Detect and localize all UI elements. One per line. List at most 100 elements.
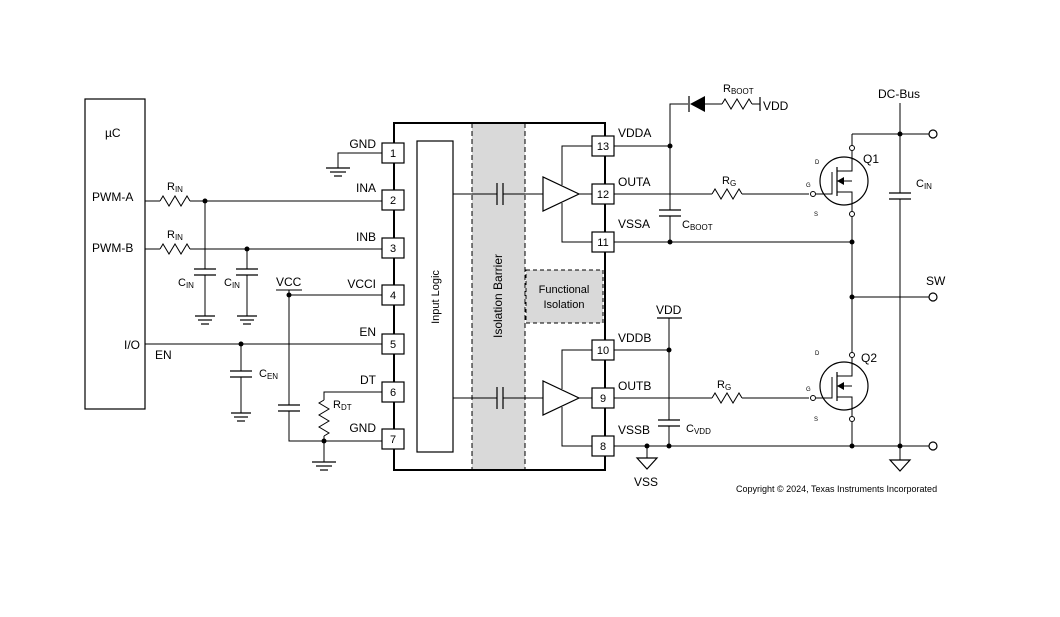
svg-text:11: 11 bbox=[597, 237, 608, 249]
q1-label: Q1 bbox=[863, 152, 879, 166]
mcu-pin-pwm-a: PWM-A bbox=[92, 190, 133, 204]
rin-b-resistor bbox=[159, 243, 191, 255]
svg-text:VDDB: VDDB bbox=[618, 331, 651, 345]
ic-pin-9: 9 OUTB bbox=[591, 379, 651, 409]
mcu-pin-io: I/O bbox=[124, 338, 140, 352]
rg-b-label: RG bbox=[717, 379, 731, 392]
svg-text:5: 5 bbox=[390, 339, 396, 351]
ic-pin-6: 6 DT bbox=[360, 373, 405, 403]
svg-text:OUTA: OUTA bbox=[618, 175, 650, 189]
ic-pin-13: 13 VDDA bbox=[591, 126, 651, 157]
svg-text:EN: EN bbox=[359, 325, 376, 339]
q2-gate-label: G bbox=[806, 387, 811, 393]
ic-pin-7: 7 GND bbox=[349, 421, 405, 450]
ic-pin-12: 12 OUTA bbox=[591, 175, 650, 205]
ic-pin-10: 10 VDDB bbox=[591, 331, 651, 361]
input-wiring: RIN RIN CIN CIN VCC bbox=[145, 152, 382, 471]
functional-isolation-box bbox=[525, 269, 604, 324]
svg-text:7: 7 bbox=[390, 434, 396, 446]
ic-pin-8: 8 VSSB bbox=[591, 423, 650, 457]
vdd-bottom-label: VDD bbox=[656, 303, 682, 317]
dc-bus-terminal bbox=[928, 129, 938, 139]
rdt-resistor bbox=[318, 399, 330, 437]
power-stage: DC-Bus CIN D G S Q1 bbox=[806, 87, 946, 472]
svg-text:GND: GND bbox=[349, 137, 376, 151]
copyright-notice: Copyright © 2024, Texas Instruments Inco… bbox=[736, 484, 937, 494]
q1-gate-label: G bbox=[806, 183, 811, 189]
mcu-pin-pwm-b: PWM-B bbox=[92, 241, 133, 255]
rin-a-resistor bbox=[159, 195, 191, 207]
rin-b-label: RIN bbox=[167, 229, 183, 242]
driver-ic: Isolation Barrier Functional Isolation I… bbox=[347, 122, 651, 471]
vss-ground-symbol bbox=[635, 457, 659, 470]
svg-text:12: 12 bbox=[597, 189, 609, 201]
ground-symbol bbox=[326, 167, 350, 177]
svg-text:INB: INB bbox=[356, 230, 376, 244]
vdd-top-label: VDD bbox=[763, 99, 789, 113]
svg-text:VSSB: VSSB bbox=[618, 423, 650, 437]
rboot-label: RBOOT bbox=[723, 83, 754, 96]
input-logic-block bbox=[416, 140, 454, 453]
cvdd-label: CVDD bbox=[686, 423, 711, 436]
power-ground-symbol bbox=[888, 459, 912, 472]
sw-label: SW bbox=[926, 274, 946, 288]
input-logic-label: Input Logic bbox=[430, 270, 442, 324]
ic-pin-2: 2 INA bbox=[356, 181, 405, 211]
svg-text:OUTB: OUTB bbox=[618, 379, 651, 393]
svg-text:INA: INA bbox=[356, 181, 376, 195]
ic-pin-11: 11 VSSA bbox=[591, 217, 650, 253]
ic-pin-1: 1 GND bbox=[349, 137, 405, 164]
bootstrap-diode bbox=[690, 96, 705, 112]
vss-label: VSS bbox=[634, 475, 658, 489]
svg-text:9: 9 bbox=[600, 393, 606, 405]
svg-text:GND: GND bbox=[349, 421, 376, 435]
cen-label: CEN bbox=[259, 368, 278, 381]
cin-1-label: CIN bbox=[178, 277, 194, 290]
svg-text:VSSA: VSSA bbox=[618, 217, 650, 231]
ic-pin-3: 3 INB bbox=[356, 230, 405, 259]
q1-source-label: S bbox=[814, 212, 818, 218]
cin-bus-label: CIN bbox=[916, 178, 932, 191]
ic-pin-5: 5 EN bbox=[359, 325, 405, 355]
svg-text:10: 10 bbox=[597, 345, 609, 357]
isolation-barrier-label: Isolation Barrier bbox=[491, 254, 505, 338]
microcontroller: µC PWM-A PWM-B I/O bbox=[84, 98, 146, 410]
isolation-barrier-region bbox=[472, 123, 525, 470]
low-side-wiring: VDD CVDD RG VSS bbox=[614, 303, 929, 489]
q2-mosfet bbox=[810, 358, 869, 416]
functional-isolation-label-1: Functional bbox=[539, 284, 590, 296]
ic-pin-4: 4 VCCI bbox=[347, 277, 405, 306]
svg-text:6: 6 bbox=[390, 387, 396, 399]
driver-b-buffer bbox=[542, 380, 581, 416]
svg-text:DT: DT bbox=[360, 373, 377, 387]
svg-text:2: 2 bbox=[390, 195, 396, 207]
q2-label: Q2 bbox=[861, 351, 877, 365]
rg-a-resistor bbox=[711, 188, 743, 200]
svg-text:1: 1 bbox=[390, 148, 396, 160]
q1-mosfet bbox=[810, 151, 869, 211]
q2-drain-label: D bbox=[815, 351, 820, 357]
svg-text:VCCI: VCCI bbox=[347, 277, 376, 291]
svg-text:13: 13 bbox=[597, 141, 609, 153]
cin-2-label: CIN bbox=[224, 277, 240, 290]
svg-text:VDDA: VDDA bbox=[618, 126, 651, 140]
rboot-resistor bbox=[721, 98, 753, 110]
q2-source-label: S bbox=[814, 417, 818, 423]
functional-isolation-label-2: Isolation bbox=[544, 299, 585, 311]
high-side-wiring: VDD RBOOT CBOOT RG bbox=[614, 83, 852, 245]
rg-a-label: RG bbox=[722, 175, 736, 188]
driver-a-buffer bbox=[542, 176, 581, 212]
svg-text:4: 4 bbox=[390, 290, 396, 302]
svg-text:3: 3 bbox=[390, 243, 396, 255]
dc-bus-label: DC-Bus bbox=[878, 87, 920, 101]
rdt-label: RDT bbox=[333, 399, 352, 412]
rin-a-label: RIN bbox=[167, 181, 183, 194]
sw-terminal bbox=[928, 292, 938, 302]
rg-b-resistor bbox=[711, 392, 743, 404]
vcc-label: VCC bbox=[276, 275, 302, 289]
cboot-label: CBOOT bbox=[682, 219, 713, 232]
q1-drain-label: D bbox=[815, 160, 820, 166]
svg-text:8: 8 bbox=[600, 441, 606, 453]
en-net-label: EN bbox=[155, 348, 172, 362]
